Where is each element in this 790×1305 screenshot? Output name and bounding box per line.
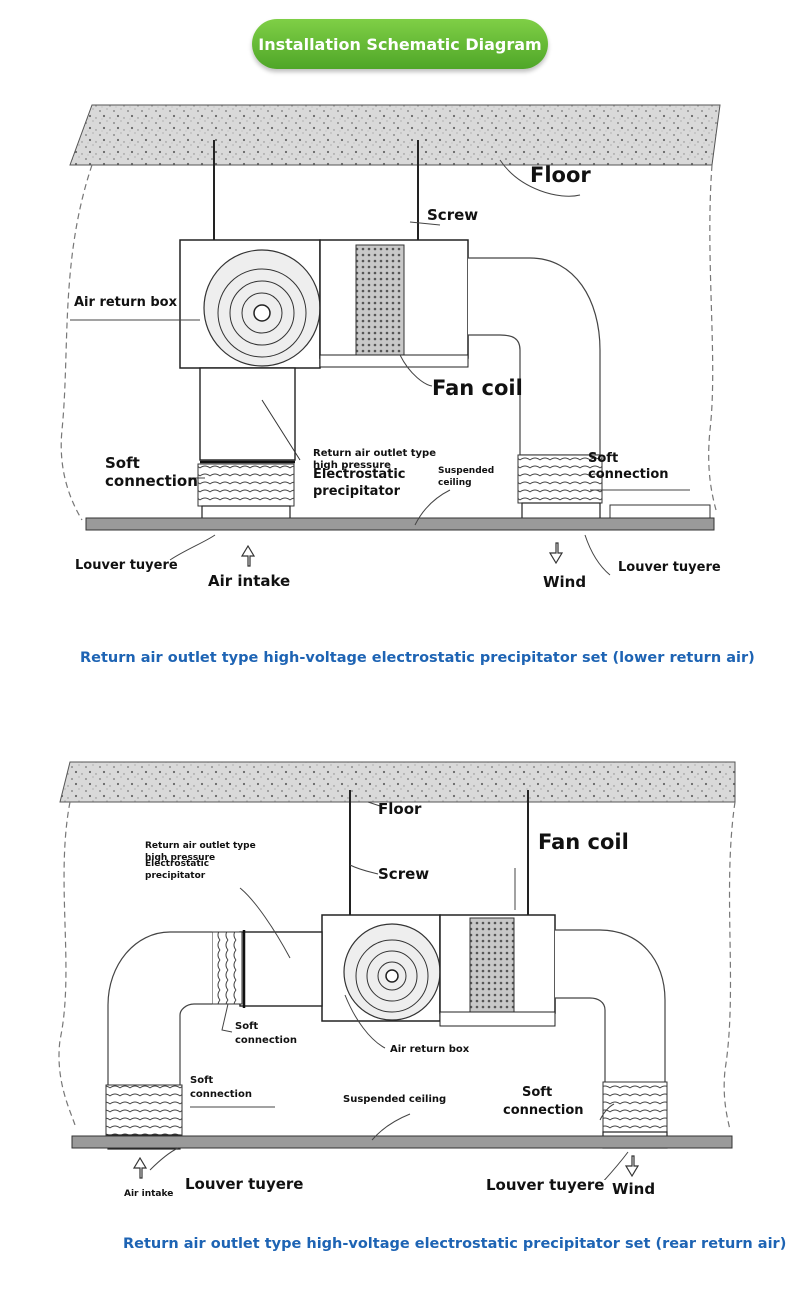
return-elbow-duct	[107, 931, 212, 1096]
soft-connection-right-label-rear-2: connection	[503, 1103, 584, 1118]
screw-label: Screw	[427, 206, 479, 224]
title-text: Installation Schematic Diagram	[258, 34, 542, 54]
suspended-ceiling-label-rear: Suspended ceiling	[343, 1094, 447, 1105]
soft-connection-left	[197, 463, 295, 507]
soft-connection-right-label-2: connection	[588, 467, 669, 482]
louver-tuyere-right-label: Louver tuyere	[618, 560, 721, 575]
wind-label: Wind	[543, 573, 587, 591]
air-return-box-label-rear: Air return box	[390, 1044, 470, 1055]
soft-connection-left	[105, 1084, 183, 1136]
lower-return-air-diagram	[60, 104, 721, 576]
right-wall-dashed	[723, 801, 736, 1131]
supply-elbow-duct	[555, 929, 666, 1091]
precipitator-label-line2: high pressure	[313, 460, 391, 471]
precipitator-duct	[239, 931, 323, 1007]
rear-return-air-diagram	[58, 761, 736, 1180]
floor-slab	[69, 104, 721, 166]
precipitator-label-line4: precipitator	[313, 484, 401, 499]
lower-return-air-caption: Return air outlet type high-voltage elec…	[80, 650, 755, 666]
left-wall-dashed	[60, 164, 93, 521]
soft-connection-left-label-1: Soft	[105, 454, 140, 472]
soft-connection-left-label-2: connection	[105, 472, 198, 490]
wind-arrow	[624, 1155, 640, 1178]
louver-tuyere-right-label-rear: Louver tuyere	[486, 1176, 605, 1194]
fan-coil-label: Fan coil	[432, 376, 523, 400]
air-intake-label-rear: Air intake	[124, 1189, 174, 1199]
floor-label: Floor	[530, 163, 591, 187]
soft-connection-right-label-1: Soft	[588, 451, 619, 466]
floor-label-rear: Floor	[378, 800, 422, 818]
screw-label-rear: Screw	[378, 865, 430, 883]
louver-tuyere-left-label: Louver tuyere	[75, 558, 178, 573]
coil-filter	[355, 244, 405, 358]
air-intake-arrow	[240, 544, 256, 567]
coil-filter	[469, 917, 515, 1013]
air-intake-label: Air intake	[208, 572, 291, 590]
right-wall-dashed	[708, 164, 717, 511]
precipitator-label-line3: Electrostatic	[313, 467, 406, 482]
floor-slab	[59, 761, 736, 803]
rear-return-air-caption: Return air outlet type high-voltage elec…	[123, 1236, 787, 1252]
soft-connection-right-label-rear-1: Soft	[522, 1085, 553, 1100]
soft-connection-left-label-rear-1: Soft	[190, 1075, 214, 1086]
precipitator-label-rear-line3: Electrostatic	[145, 859, 210, 869]
suspended-ceiling-label-1: Suspended	[438, 466, 495, 476]
louver-tuyere-left-label-rear: Louver tuyere	[185, 1175, 304, 1193]
air-return-box-label: Air return box	[74, 295, 177, 310]
soft-connection-right	[602, 1081, 668, 1133]
wind-arrow	[548, 542, 564, 565]
fan-coil-label-rear: Fan coil	[538, 830, 629, 854]
soft-connection-left-label-rear-2: connection	[190, 1089, 252, 1100]
soft-connection-mid-label-1: Soft	[235, 1021, 259, 1032]
ceiling-board	[71, 1135, 733, 1149]
precipitator-duct	[199, 367, 296, 461]
soft-connection-mid	[211, 931, 243, 1005]
precipitator-label-rear-line2: high pressure	[145, 853, 216, 863]
suspended-ceiling-label-2: ceiling	[438, 478, 472, 488]
soft-connection-mid-label-2: connection	[235, 1035, 297, 1046]
left-wall-dashed	[58, 801, 76, 1126]
precipitator-label-rear-line4: precipitator	[145, 871, 206, 881]
soft-connection-right	[517, 454, 603, 504]
air-intake-arrow	[132, 1156, 148, 1179]
supply-elbow-duct	[468, 257, 601, 456]
precipitator-label-line1: Return air outlet type	[313, 448, 436, 459]
title-badge: Installation Schematic Diagram	[252, 19, 548, 69]
precipitator-label-rear-line1: Return air outlet type	[145, 841, 256, 851]
wind-label-rear: Wind	[612, 1180, 656, 1198]
ceiling-board	[85, 517, 715, 531]
